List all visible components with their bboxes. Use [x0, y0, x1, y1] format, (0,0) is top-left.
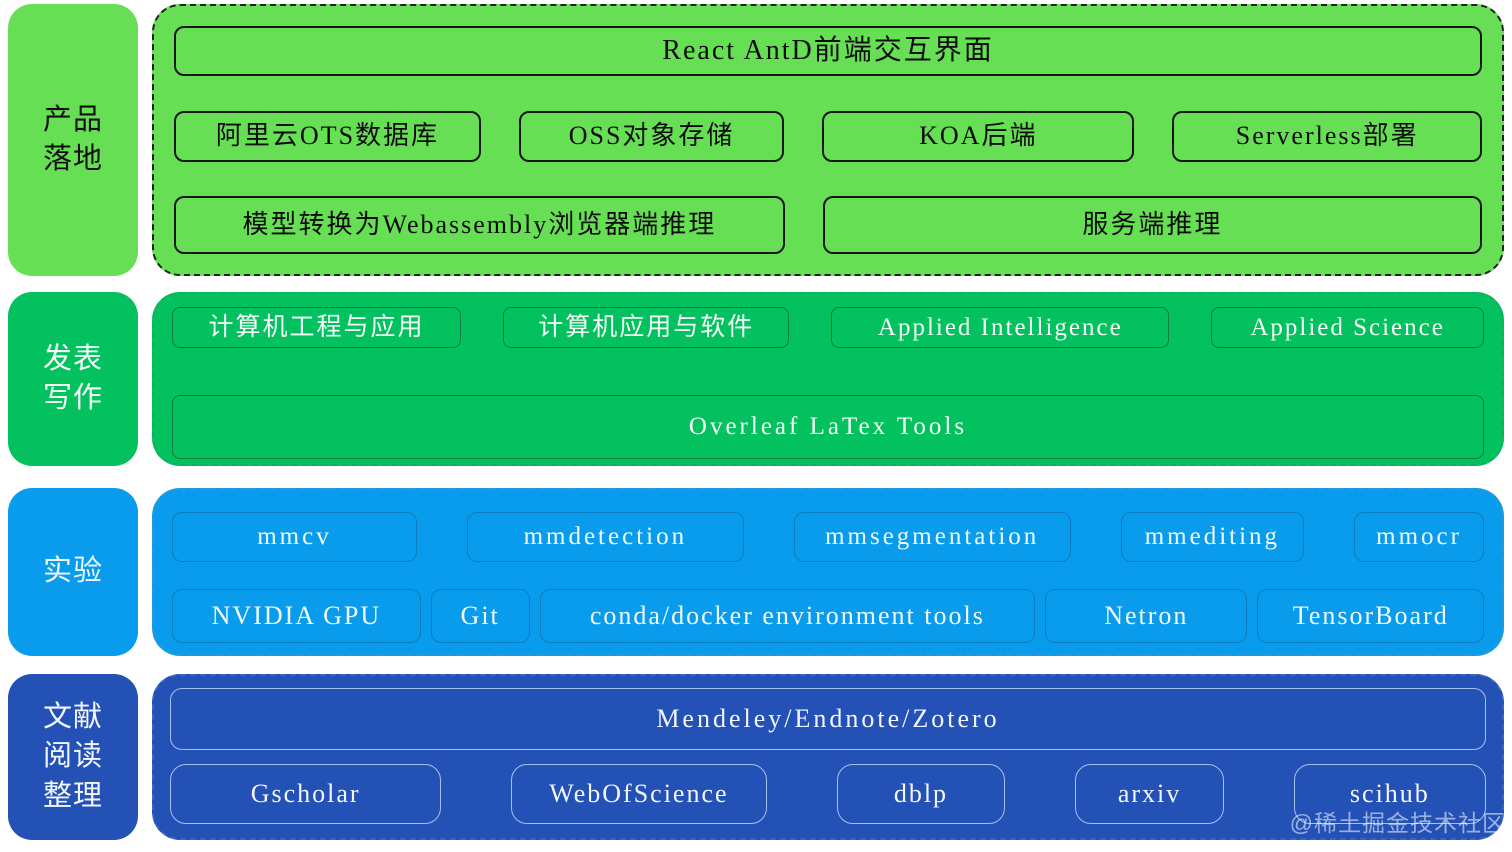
box-mmediting: mmediting: [1120, 512, 1305, 562]
sidebar-experiment: 实验: [8, 488, 138, 656]
box-nvidia-gpu: NVIDIA GPU: [172, 589, 421, 643]
box-applied-science: Applied Science: [1211, 307, 1484, 348]
box-serverless-deploy: Serverless部署: [1172, 110, 1482, 162]
layer-product-landing: 产品 落地 React AntD前端交互界面 阿里云OTS数据库 OSS对象存储…: [8, 4, 1504, 276]
box-mmdetection: mmdetection: [466, 512, 744, 562]
sidebar-publication-writing: 发表 写作: [8, 292, 138, 466]
box-scihub: scihub: [1293, 764, 1486, 824]
panel-experiment: mmcv mmdetection mmsegmentation mmeditin…: [152, 488, 1504, 656]
box-tensorboard: TensorBoard: [1257, 589, 1484, 643]
box-webofscience: WebOfScience: [511, 764, 767, 824]
box-applied-intelligence: Applied Intelligence: [831, 307, 1170, 348]
panel-literature-reading: Mendeley/Endnote/Zotero Gscholar WebOfSc…: [152, 674, 1504, 840]
box-aliyun-ots-db: 阿里云OTS数据库: [174, 110, 481, 162]
box-journal-computer-applications-software: 计算机应用与软件: [503, 307, 790, 348]
box-arxiv: arxiv: [1075, 764, 1224, 824]
box-oss-storage: OSS对象存储: [518, 110, 785, 162]
box-wasm-browser-inference: 模型转换为Webassembly浏览器端推理: [174, 196, 785, 254]
box-mmcv: mmcv: [172, 512, 417, 562]
box-dblp: dblp: [836, 764, 1006, 824]
layer-publication-writing: 发表 写作 计算机工程与应用 计算机应用与软件 Applied Intellig…: [8, 292, 1504, 466]
box-conda-docker-tools: conda/docker environment tools: [539, 589, 1036, 643]
box-journal-computer-engineering-applications: 计算机工程与应用: [172, 307, 462, 348]
watermark-juejin: @稀土掘金技术社区: [1289, 810, 1506, 836]
box-server-inference: 服务端推理: [822, 196, 1482, 254]
box-mmsegmentation: mmsegmentation: [793, 512, 1071, 562]
box-gscholar: Gscholar: [170, 764, 442, 824]
box-koa-backend: KOA后端: [822, 110, 1135, 162]
box-overleaf-latex-tools: Overleaf LaTex Tools: [172, 395, 1484, 459]
sidebar-product-landing: 产品 落地: [8, 4, 138, 276]
box-git: Git: [430, 589, 530, 643]
sidebar-literature-reading: 文献 阅读 整理: [8, 674, 138, 840]
box-react-antd-ui: React AntD前端交互界面: [174, 26, 1482, 76]
panel-product-landing: React AntD前端交互界面 阿里云OTS数据库 OSS对象存储 KOA后端…: [152, 4, 1504, 276]
box-mmocr: mmocr: [1354, 512, 1484, 562]
box-mendeley-endnote-zotero: Mendeley/Endnote/Zotero: [170, 688, 1486, 750]
box-netron: Netron: [1045, 589, 1248, 643]
layer-experiment: 实验 mmcv mmdetection mmsegmentation mmedi…: [8, 488, 1504, 656]
panel-publication-writing: 计算机工程与应用 计算机应用与软件 Applied Intelligence A…: [152, 292, 1504, 466]
layer-literature-reading: 文献 阅读 整理 Mendeley/Endnote/Zotero Gschola…: [8, 674, 1504, 840]
